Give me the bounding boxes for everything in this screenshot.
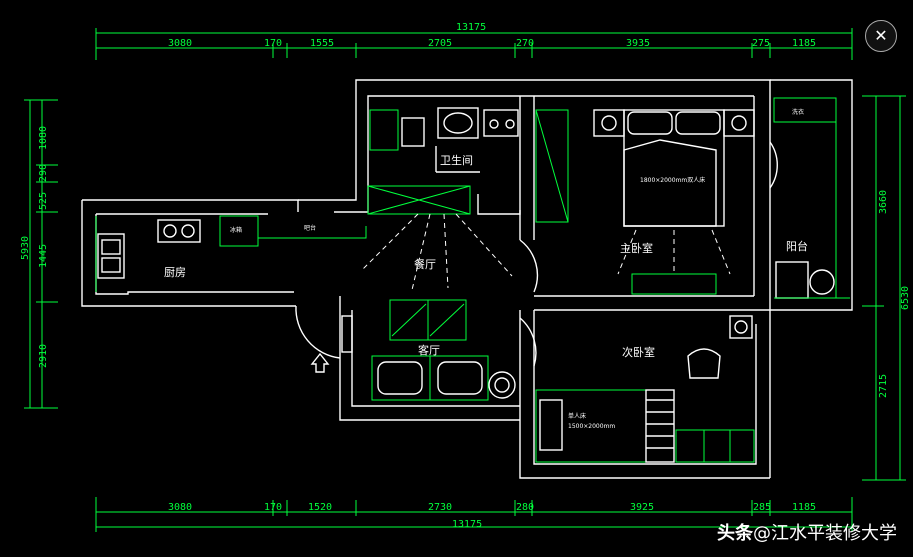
- dining-lights: [361, 213, 513, 291]
- second-bedroom-furniture: [535, 315, 755, 463]
- bottom-dim-7: 285: [753, 502, 771, 513]
- double-bed-label: 1800×2000mm双人床: [640, 176, 705, 184]
- bottom-dim-1: 3080: [168, 502, 192, 513]
- top-dim-7: 275: [752, 38, 770, 49]
- bottom-dim-6: 3925: [630, 502, 654, 513]
- left-dim-3: 525: [38, 192, 49, 210]
- bathroom-label: 卫生间: [440, 153, 473, 167]
- top-dim-8: 1185: [792, 38, 816, 49]
- top-total-dim: 13175: [456, 22, 486, 33]
- top-dim-2: 170: [264, 38, 282, 49]
- top-dim-4: 2705: [428, 38, 452, 49]
- watermark-handle: @江水平装修大学: [753, 523, 897, 544]
- close-icon: ✕: [874, 26, 888, 45]
- second-bedroom-label: 次卧室: [622, 345, 655, 359]
- fridge-label: 冰箱: [230, 226, 242, 234]
- single-bed-title: 单人床: [568, 412, 586, 420]
- right-dim-1: 3660: [878, 190, 889, 214]
- watermark: 头条@江水平装修大学: [717, 519, 897, 545]
- left-total-dim: 5930: [20, 236, 31, 260]
- living-furniture: [341, 299, 516, 401]
- door-arcs: [295, 141, 778, 367]
- left-dim-1: 1080: [38, 126, 49, 150]
- bottom-dim-4: 2730: [428, 502, 452, 513]
- entrance-arrow-icon: [310, 352, 330, 373]
- watermark-brand: 头条: [717, 523, 753, 544]
- bottom-dim-5: 280: [516, 502, 534, 513]
- bottom-dimension-line: [95, 497, 853, 532]
- single-bed-size: 1500×2000mm: [568, 423, 615, 430]
- exterior-walls: [81, 79, 853, 479]
- left-dim-4: 1445: [38, 244, 49, 268]
- top-dimension-line: [95, 28, 853, 60]
- right-dim-2: 2715: [878, 374, 889, 398]
- master-bedroom-furniture: [535, 109, 755, 295]
- top-dim-6: 3935: [626, 38, 650, 49]
- left-dim-5: 2910: [38, 344, 49, 368]
- top-dim-3: 1555: [310, 38, 334, 49]
- storage-cabinet: [367, 185, 521, 215]
- left-dim-2: 290: [38, 164, 49, 182]
- dining-label: 餐厅: [414, 257, 436, 271]
- master-bedroom-label: 主卧室: [620, 241, 653, 255]
- living-label: 客厅: [418, 343, 440, 357]
- counter-label: 吧台: [304, 224, 316, 232]
- balcony-fixtures: [773, 97, 850, 299]
- kitchen-fixtures: [95, 215, 367, 292]
- left-dimension-line: [24, 99, 58, 409]
- bathroom-fixtures: [369, 107, 519, 173]
- washer-label: 洗衣: [792, 108, 804, 116]
- bottom-dim-2: 170: [264, 502, 282, 513]
- bottom-total-dim: 13175: [452, 519, 482, 530]
- bottom-dim-3: 1520: [308, 502, 332, 513]
- bottom-dim-8: 1185: [792, 502, 816, 513]
- kitchen-label: 厨房: [164, 266, 186, 279]
- top-dim-5: 270: [516, 38, 534, 49]
- close-button[interactable]: ✕: [865, 20, 897, 52]
- balcony-label: 阳台: [786, 239, 808, 253]
- right-total-dim: 6530: [900, 286, 911, 310]
- right-dimension-line: [862, 95, 906, 481]
- top-dim-1: 3080: [168, 38, 192, 49]
